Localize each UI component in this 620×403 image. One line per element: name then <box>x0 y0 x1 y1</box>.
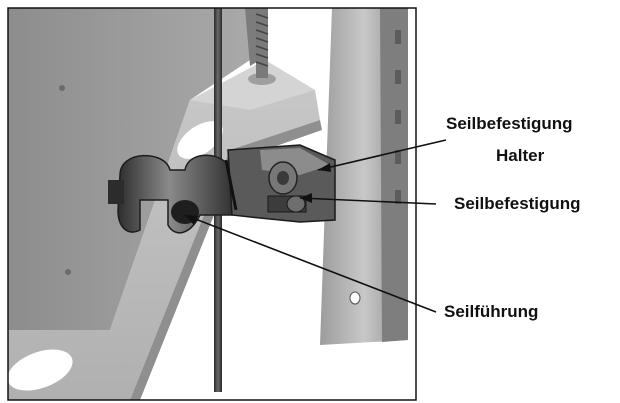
illustration-frame <box>7 7 417 401</box>
leader-seilbefestigung-halter <box>317 139 447 171</box>
label-seilbefestigung: Seilbefestigung <box>454 194 581 213</box>
leader-lines <box>184 139 447 313</box>
leader-seilbefestigung <box>299 197 437 205</box>
leader-seilfuehrung <box>184 214 437 313</box>
label-seilfuehrung: Seilführung <box>444 302 539 321</box>
label-seilbefestigung-halter-line2: Halter <box>496 146 545 165</box>
vertical-post <box>320 8 408 345</box>
base-plate <box>8 60 320 400</box>
threaded-rod <box>255 8 269 78</box>
rope-fastening-holder <box>224 144 336 223</box>
label-seilbefestigung-halter-line1: Seilbefestigung <box>446 114 573 133</box>
